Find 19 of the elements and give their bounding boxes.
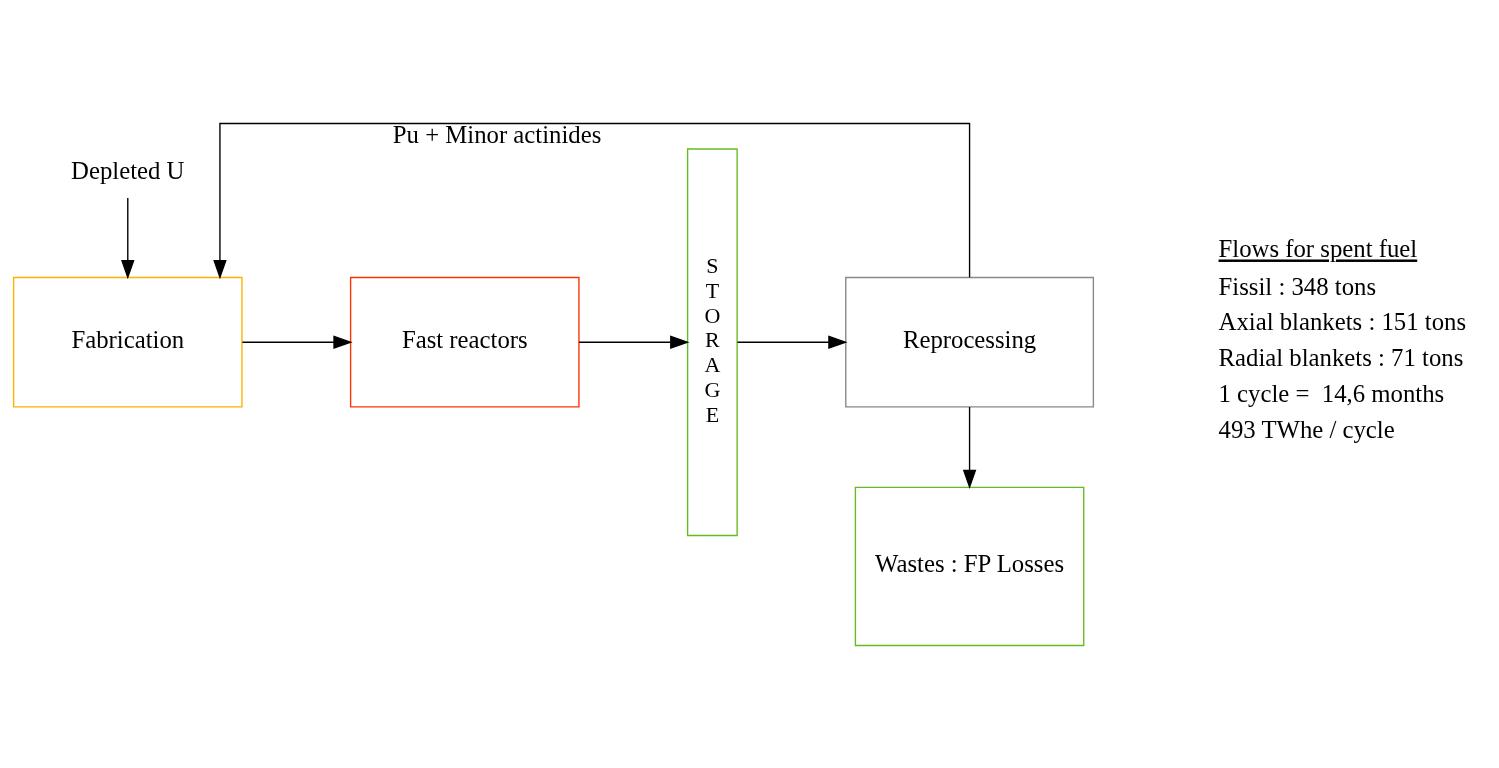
node-text: Depleted U [71, 156, 185, 184]
label: Fissil : 348 tons [1218, 272, 1377, 300]
node-box: S T O R A G E [686, 147, 738, 536]
arrow [962, 405, 977, 489]
label: 493 TWhe / cycle [1218, 415, 1395, 443]
arrow [578, 334, 690, 349]
label: Flows for spent fuel [1218, 234, 1418, 262]
arrow [736, 334, 848, 349]
arrow [213, 122, 971, 279]
node-box: Reprocessing [845, 276, 1095, 408]
arrow [121, 196, 135, 279]
edge-label: Pu + Minor actinides [392, 120, 602, 148]
label: Axial blankets : 151 tons [1218, 307, 1467, 335]
label: 1 cycle = 14,6 months [1218, 379, 1445, 407]
node-box: Fabrication [12, 276, 243, 408]
arrow [241, 334, 353, 349]
node-box: Fast reactors [349, 276, 580, 408]
node-box: Wastes : FP Losses [854, 486, 1085, 646]
label: Radial blankets : 71 tons [1218, 343, 1464, 371]
